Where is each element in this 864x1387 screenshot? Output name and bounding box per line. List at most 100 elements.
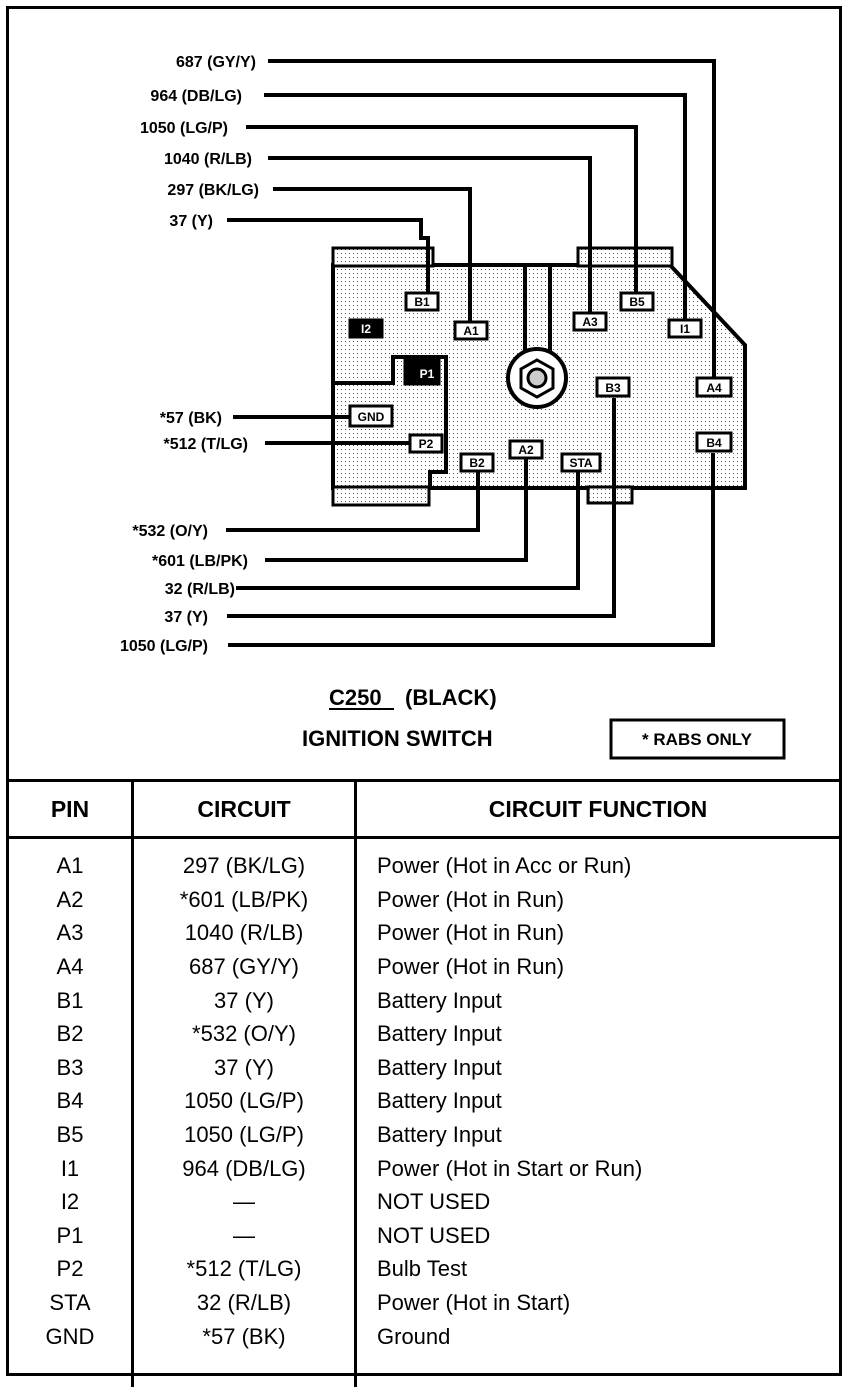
pin-cell: B4 [9, 1084, 134, 1118]
svg-text:I2: I2 [361, 322, 371, 336]
wire-532 [226, 470, 480, 532]
pin-I2: I2 [348, 318, 384, 339]
pin-cell: A2 [9, 882, 134, 917]
circuit-cell: 1050 (LG/P) [132, 1084, 357, 1118]
pin-B3: B3 [595, 376, 631, 398]
function-cell: Bulb Test [377, 1256, 468, 1282]
circuit-cell: 1050 (LG/P) [132, 1117, 357, 1152]
function-cell: Power (Hot in Acc or Run) [377, 853, 632, 879]
pin-cell: B3 [9, 1050, 134, 1085]
function-cell: Battery Input [377, 1088, 502, 1114]
table-row: P1—NOT USED [9, 1218, 839, 1253]
table-header-row: PIN CIRCUIT CIRCUIT FUNCTION [9, 782, 839, 839]
wire-label: 297 (BK/LG) [167, 182, 259, 199]
header-circuit-function: CIRCUIT FUNCTION [355, 782, 839, 839]
svg-text:A1: A1 [463, 324, 479, 338]
svg-text:A2: A2 [518, 443, 534, 457]
wire-labels: 687 (GY/Y) 964 (DB/LG) 1050 (LG/P) 1040 … [120, 54, 259, 655]
svg-text:B5: B5 [629, 295, 645, 309]
pin-cell: P1 [9, 1218, 134, 1253]
component-name: IGNITION SWITCH [302, 726, 493, 751]
pin-cell: A4 [9, 949, 134, 984]
function-cell: Battery Input [377, 987, 502, 1013]
circuit-cell: *512 (T/LG) [132, 1252, 357, 1286]
svg-text:I1: I1 [680, 322, 690, 336]
wire-label: *57 (BK) [160, 410, 222, 427]
pin-labels: B1 A1 A3 B5 I1 I2 P1 A4 B3 GND P2 B2 A2 … [348, 291, 733, 473]
connector-id: C250 [329, 685, 382, 710]
diagram-title: C250 (BLACK) IGNITION SWITCH [302, 685, 497, 751]
function-cell: Ground [377, 1323, 451, 1349]
wire-1050-top [246, 125, 638, 295]
circuit-cell: 687 (GY/Y) [132, 949, 357, 984]
pin-B2: B2 [459, 452, 495, 473]
svg-text:* RABS ONLY: * RABS ONLY [642, 730, 753, 749]
wire-297 [273, 187, 472, 322]
wire-label: 687 (GY/Y) [176, 54, 256, 71]
pin-cell: GND [9, 1319, 134, 1353]
pin-cell: I2 [9, 1184, 134, 1219]
svg-text:A4: A4 [706, 381, 722, 395]
circuit-cell: 37 (Y) [132, 983, 357, 1017]
svg-text:B2: B2 [469, 456, 485, 470]
function-cell: Battery Input [377, 1054, 502, 1080]
wire-37-bottom [227, 398, 616, 618]
svg-text:B3: B3 [605, 381, 621, 395]
pin-A1: A1 [453, 320, 489, 341]
function-cell: Power (Hot in Start) [377, 1290, 571, 1316]
svg-text:P2: P2 [419, 437, 434, 451]
circuit-cell: — [132, 1218, 357, 1253]
wire-1040 [268, 156, 592, 313]
wiring-diagram: B1 A1 A3 B5 I1 I2 P1 A4 B3 GND P2 B2 A2 … [120, 54, 786, 760]
table-row: A2*601 (LB/PK)Power (Hot in Run) [9, 882, 839, 917]
wire-37-top [227, 218, 430, 292]
circuit-cell: *601 (LB/PK) [132, 882, 357, 917]
wire-label: 1040 (R/LB) [164, 151, 252, 168]
wire-label: 32 (R/LB) [165, 581, 235, 598]
pin-cell: B1 [9, 983, 134, 1017]
svg-text:GND: GND [358, 410, 385, 424]
pin-I1: I1 [667, 318, 703, 339]
circuit-cell: — [132, 1184, 357, 1219]
svg-text:B4: B4 [706, 436, 722, 450]
wire-1050-bottom [228, 453, 715, 647]
wire-label: 1050 (LG/P) [120, 638, 208, 655]
pin-GND: GND [348, 404, 394, 428]
function-cell: Power (Hot in Run) [377, 954, 565, 980]
table-row: P2*512 (T/LG)Bulb Test [9, 1252, 839, 1286]
page-frame [6, 6, 842, 1376]
circuit-cell: 297 (BK/LG) [132, 837, 357, 883]
wire-label: 37 (Y) [164, 609, 208, 626]
svg-text:STA: STA [569, 456, 592, 470]
function-cell: Battery Input [377, 1122, 502, 1148]
wire-964 [264, 93, 687, 320]
connector-body [331, 246, 747, 507]
wire-label: 37 (Y) [169, 213, 213, 230]
pin-B1: B1 [404, 291, 440, 312]
function-cell: Power (Hot in Start or Run) [377, 1155, 643, 1181]
pin-cell: A1 [9, 837, 134, 883]
pin-P2: P2 [408, 433, 444, 454]
header-pin: PIN [9, 782, 134, 839]
header-circuit: CIRCUIT [132, 782, 357, 839]
function-cell: NOT USED [377, 1189, 491, 1215]
pin-A3: A3 [572, 311, 608, 332]
rabs-note: * RABS ONLY [609, 718, 786, 760]
pin-cell: B5 [9, 1117, 134, 1152]
wire-687 [268, 59, 716, 378]
wire-601 [265, 458, 528, 562]
pin-A2: A2 [508, 439, 544, 460]
circuit-cell: 32 (R/LB) [132, 1285, 357, 1320]
svg-text:P1: P1 [420, 367, 435, 381]
table-row: GND*57 (BK) Ground [9, 1319, 839, 1353]
circuit-cell: *57 (BK) [132, 1319, 357, 1353]
pin-cell: B2 [9, 1016, 134, 1051]
svg-text:A3: A3 [582, 315, 598, 329]
